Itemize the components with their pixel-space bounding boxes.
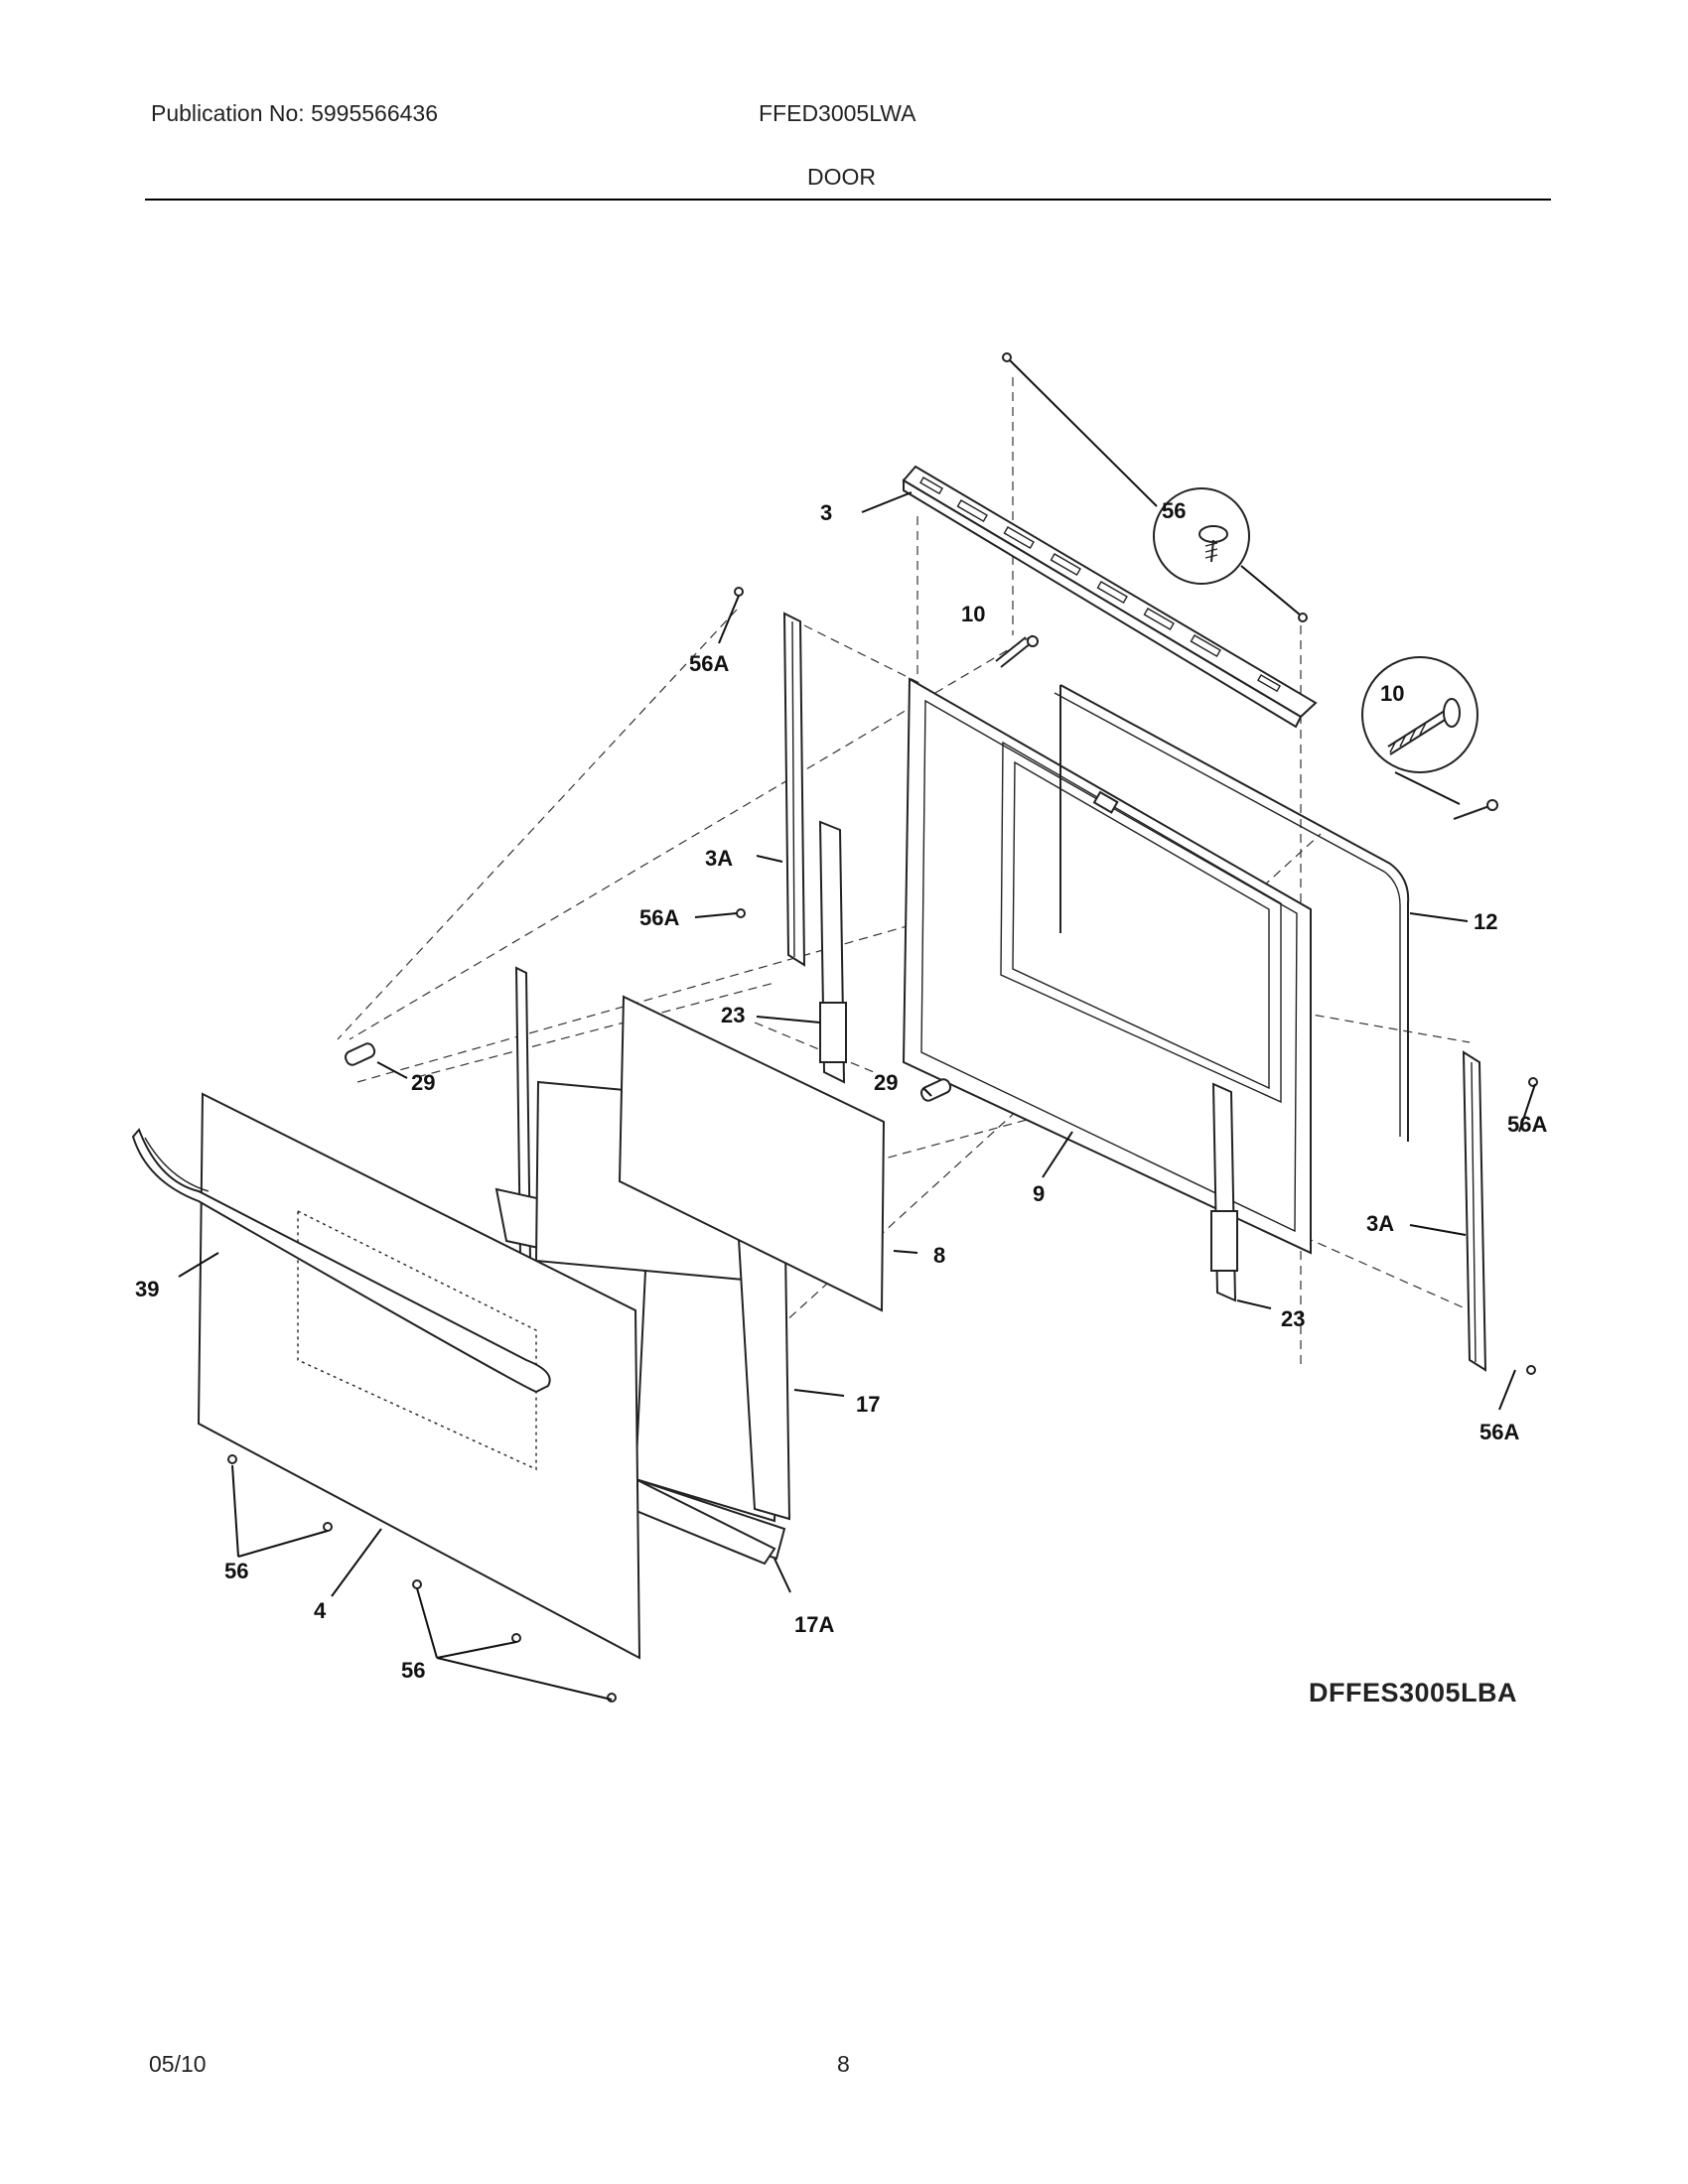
spacer-left [344,1042,376,1066]
callout-3a-left: 3A [705,846,733,871]
leader-lines [178,491,1536,1701]
callout-39: 39 [135,1277,159,1301]
screw-detail-56 [1008,358,1302,616]
publication-number: Publication No: 5995566436 [151,100,439,126]
side-trim-right [1462,1050,1487,1372]
side-trim-left [782,612,806,967]
callout-3a-right: 3A [1366,1211,1394,1236]
glass-panel [618,995,886,1312]
rod-detail-10 [1361,656,1478,805]
callout-23-left: 23 [721,1003,745,1027]
callout-56a-left: 56A [639,905,679,930]
callout-10: 10 [961,602,985,626]
callout-56a-right: 56A [1507,1112,1547,1137]
hinge-right [1210,1082,1238,1302]
callout-56: 56 [1162,498,1186,523]
door-handle [131,1128,551,1394]
window-gasket [1054,684,1410,1142]
inner-door-panel [902,677,1312,1255]
vent-trim-part [902,465,1318,729]
callouts: 3 56 10 56A 10 3A 56A 12 23 29 29 9 56A … [135,498,1547,1683]
model-number: FFED3005LWA [759,100,916,126]
callout-29-right: 29 [874,1070,898,1095]
callout-3: 3 [820,500,832,525]
outer-door-panel [197,1092,641,1660]
screws-56a [734,352,1538,1375]
revision-date: 05/10 [149,2051,207,2077]
callout-8: 8 [933,1243,945,1268]
rod-part [995,635,1498,820]
callout-56a-bottom: 56A [1479,1420,1519,1444]
callout-17: 17 [856,1392,880,1417]
variant-model-label: DFFES3005LBA [1309,1678,1518,1707]
callout-29-left: 29 [411,1070,435,1095]
callout-56-bottom: 56 [401,1658,425,1683]
header-rule [145,199,1551,201]
section-title: DOOR [807,164,876,190]
callout-23-right: 23 [1281,1306,1305,1331]
hinge-left [818,820,847,1084]
callout-9: 9 [1033,1181,1045,1206]
callout-17a: 17A [794,1612,834,1637]
spacer-right [919,1078,952,1102]
callout-56-left: 56 [224,1559,248,1583]
callout-10-detail: 10 [1380,681,1404,706]
page-number: 8 [837,2051,850,2077]
callout-12: 12 [1474,909,1497,934]
callout-56a-top: 56A [689,651,729,676]
callout-4: 4 [314,1598,327,1623]
